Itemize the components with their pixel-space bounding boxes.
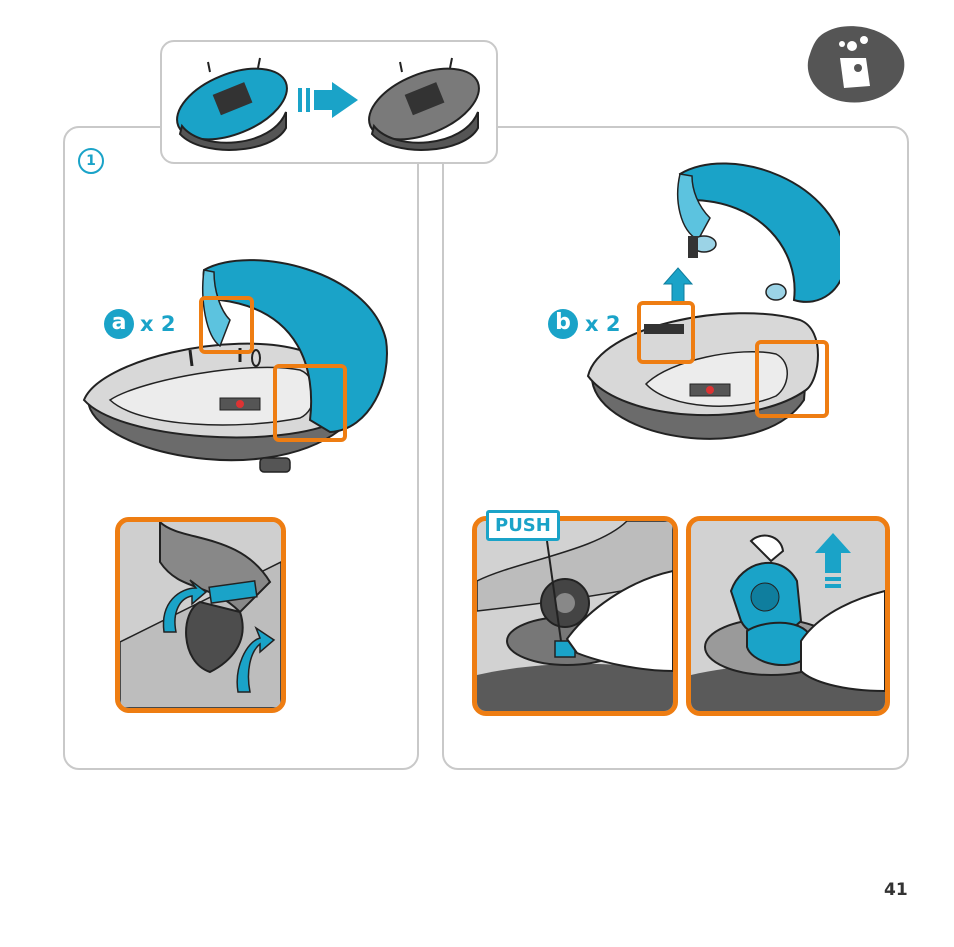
page-number: 41 (884, 880, 908, 900)
hood-clip-highlight-top (199, 296, 254, 354)
substep-b-badge: b (548, 309, 578, 339)
carrycot-hood-clips-illustration (80, 250, 400, 490)
washing-hands-icon (806, 24, 906, 106)
hood-clip-release-detail (115, 517, 286, 713)
cover-removal-inset (160, 40, 498, 164)
arrow-right-icon (298, 82, 358, 118)
carrycot-without-cover-illustration (359, 54, 489, 153)
hood-bracket-lift-detail (686, 516, 890, 716)
push-label: PUSH (486, 510, 560, 541)
step-number-badge: 1 (78, 148, 104, 174)
hood-clip-highlight-side (273, 364, 347, 442)
carrycot-with-cover-illustration (167, 54, 297, 153)
push-release-detail (472, 516, 678, 716)
hood-mount-highlight (755, 340, 829, 418)
handle-clip-highlight (637, 301, 695, 364)
